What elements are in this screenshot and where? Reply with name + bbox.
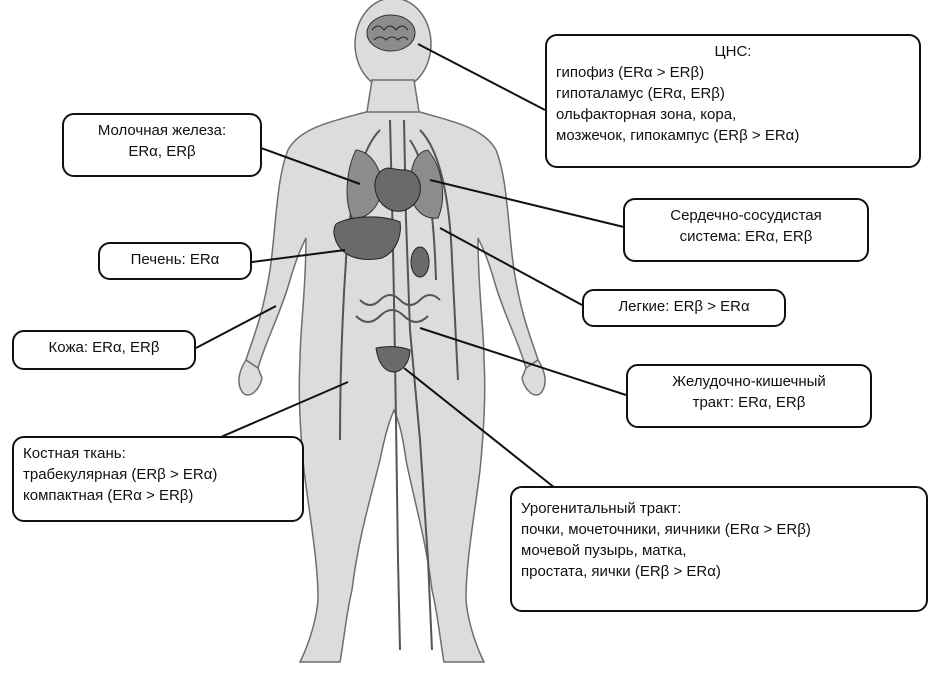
brain-icon (367, 15, 415, 51)
cardio-line-1: Сердечно-сосудистая (634, 205, 858, 226)
liver-line-1: Печень: ERα (109, 249, 241, 270)
skin-line-1: Кожа: ERα, ERβ (23, 337, 185, 358)
cardio-box: Сердечно-сосудистая система: ERα, ERβ (623, 198, 869, 262)
cns-title: ЦНС: (556, 41, 910, 62)
gi-box: Желудочно-кишечный тракт: ERα, ERβ (626, 364, 872, 428)
bone-line-2: трабекулярная (ERβ > ERα) (23, 464, 293, 485)
urogenital-line-3: мочевой пузырь, матка, (521, 540, 917, 561)
urogenital-box: Урогенитальный тракт: почки, мочеточники… (510, 486, 928, 612)
cardio-line-2: система: ERα, ERβ (634, 226, 858, 247)
bone-box: Костная ткань: трабекулярная (ERβ > ERα)… (12, 436, 304, 522)
cns-line-3: ольфакторная зона, кора, (556, 104, 910, 125)
gi-line-1: Желудочно-кишечный (637, 371, 861, 392)
cns-box: ЦНС: гипофиз (ERα > ERβ) гипоталамус (ER… (545, 34, 921, 168)
mammary-box: Молочная железа: ERα, ERβ (62, 113, 262, 177)
mammary-line-1: Молочная железа: (73, 120, 251, 141)
bone-line-3: компактная (ERα > ERβ) (23, 485, 293, 506)
urogenital-line-1: Урогенитальный тракт: (521, 498, 917, 519)
cns-line-2: гипоталамус (ERα, ERβ) (556, 83, 910, 104)
kidney-organ (411, 247, 429, 277)
lungs-line-1: Легкие: ERβ > ERα (593, 296, 775, 317)
lungs-box: Легкие: ERβ > ERα (582, 289, 786, 327)
liver-box: Печень: ERα (98, 242, 252, 280)
gi-line-2: тракт: ERα, ERβ (637, 392, 861, 413)
skin-box: Кожа: ERα, ERβ (12, 330, 196, 370)
mammary-line-2: ERα, ERβ (73, 141, 251, 162)
cns-line-4: мозжечок, гипокампус (ERβ > ERα) (556, 125, 910, 146)
cns-line-1: гипофиз (ERα > ERβ) (556, 62, 910, 83)
bone-line-1: Костная ткань: (23, 443, 293, 464)
urogenital-line-4: простата, яички (ERβ > ERα) (521, 561, 917, 582)
urogenital-line-2: почки, мочеточники, яичники (ERα > ERβ) (521, 519, 917, 540)
human-silhouette (239, 0, 545, 662)
